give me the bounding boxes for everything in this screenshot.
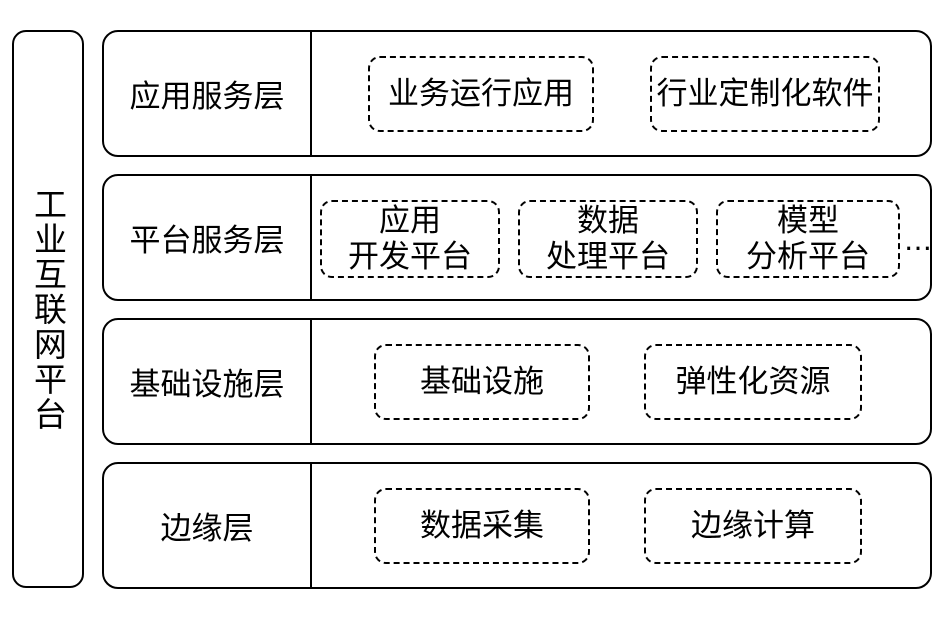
module-industry-software: 行业定制化软件 <box>650 56 880 132</box>
layer-infrastructure: 基础设施层 基础设施 弹性化资源 <box>102 318 932 445</box>
module-edge-computing: 边缘计算 <box>644 488 862 564</box>
module-infrastructure: 基础设施 <box>374 344 590 420</box>
module-line: 边缘计算 <box>691 508 815 544</box>
layer-edge: 边缘层 数据采集 边缘计算 <box>102 462 932 589</box>
module-line: 开发平台 <box>348 239 472 275</box>
platform-sidebar: 工业互联网平台 <box>12 30 84 588</box>
module-data-collection: 数据采集 <box>374 488 590 564</box>
module-line: 数据采集 <box>420 508 544 544</box>
module-line: 模型 <box>777 203 839 239</box>
layer-label: 边缘层 <box>104 464 312 587</box>
layer-label: 平台服务层 <box>104 176 312 299</box>
more-ellipsis: … <box>904 224 932 257</box>
module-line: 数据 <box>577 203 639 239</box>
module-line: 处理平台 <box>546 239 670 275</box>
layer-platform-service: 平台服务层 应用 开发平台 数据 处理平台 模型 分析平台 … <box>102 174 932 301</box>
module-line: 应用 <box>379 203 441 239</box>
module-line: 基础设施 <box>420 364 544 400</box>
module-model-analysis-platform: 模型 分析平台 <box>716 200 900 278</box>
module-data-processing-platform: 数据 处理平台 <box>518 200 698 278</box>
module-line: 弹性化资源 <box>675 364 831 400</box>
module-business-apps: 业务运行应用 <box>368 56 594 132</box>
platform-title: 工业互联网平台 <box>28 186 68 432</box>
module-line: 分析平台 <box>746 239 870 275</box>
module-elastic-resources: 弹性化资源 <box>644 344 862 420</box>
layer-label: 基础设施层 <box>104 320 312 443</box>
module-line: 行业定制化软件 <box>656 76 874 112</box>
layer-application-service: 应用服务层 业务运行应用 行业定制化软件 <box>102 30 932 157</box>
module-line: 业务运行应用 <box>388 76 574 112</box>
layer-label: 应用服务层 <box>104 32 312 155</box>
module-app-dev-platform: 应用 开发平台 <box>320 200 500 278</box>
